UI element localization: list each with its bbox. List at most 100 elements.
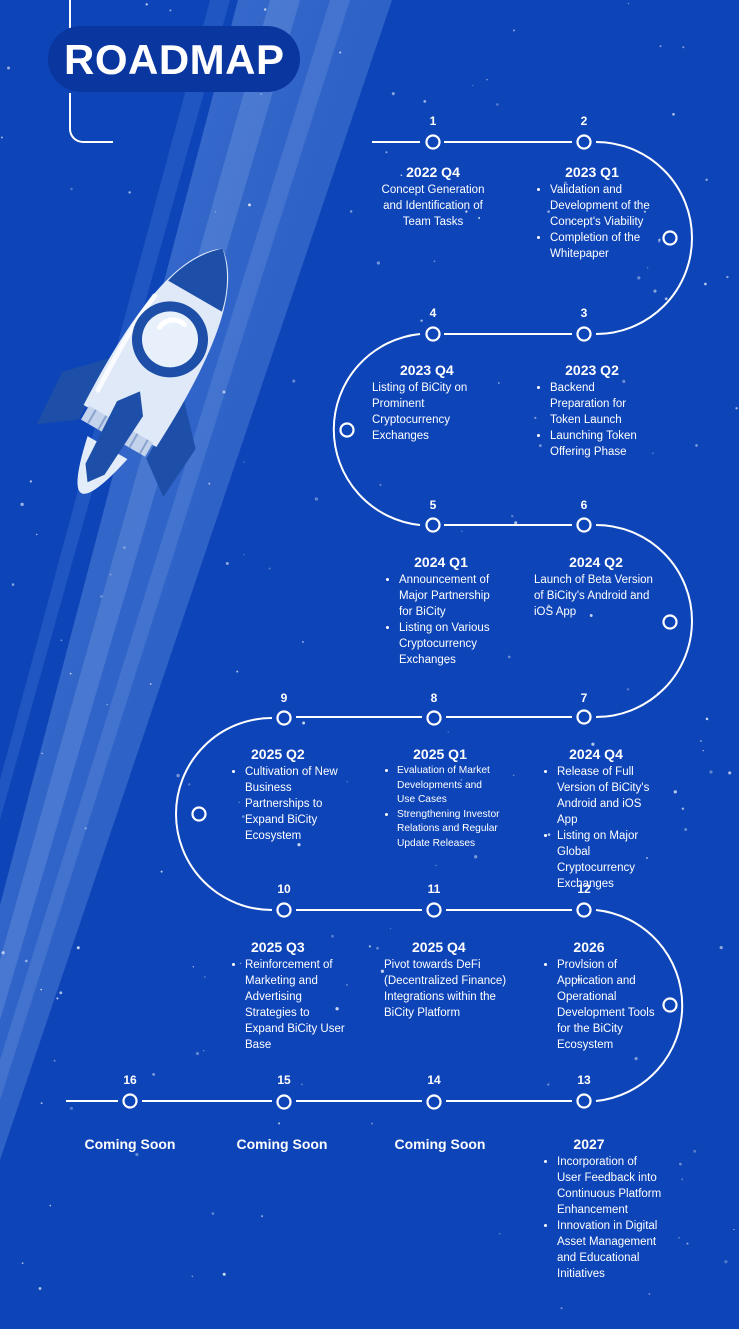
milestone-bullets: Release of Full Version of BiCity's Andr… <box>539 764 653 892</box>
star <box>236 670 239 673</box>
star <box>681 807 685 810</box>
star <box>728 771 732 775</box>
star <box>462 825 465 828</box>
star <box>547 1083 550 1086</box>
star <box>49 1204 52 1207</box>
node-turn-d <box>191 806 207 822</box>
milestone-bullets: Announcement of Major Partnership for Bi… <box>381 572 501 668</box>
star <box>658 238 661 241</box>
frame-line-top <box>69 0 71 30</box>
star <box>7 66 10 70</box>
star <box>84 827 87 830</box>
milestone-card: 2023 Q4 Listing of BiCity on Prominent C… <box>372 361 484 444</box>
milestone-card: 2025 Q4 Pivot towards DeFi (Decentralize… <box>384 938 510 1021</box>
star <box>109 573 112 576</box>
milestone-phase: 2024 Q1 <box>414 554 468 570</box>
milestone-bullet: Announcement of Major Partnership for Bi… <box>399 572 501 620</box>
star <box>268 567 271 570</box>
star <box>331 934 334 938</box>
star <box>238 801 240 803</box>
milestone-bullet: Validation and Development of the Concep… <box>550 182 652 230</box>
star <box>719 945 723 950</box>
frame-bracket <box>69 93 113 143</box>
milestone-number: 12 <box>577 882 591 896</box>
star <box>693 1149 697 1153</box>
milestone-phase-coming-soon: Coming Soon <box>236 1136 328 1152</box>
star <box>507 655 511 659</box>
node-14 <box>426 1094 442 1110</box>
milestone-bullet: Completion of the Whitepaper <box>550 230 652 262</box>
star <box>672 112 675 116</box>
star <box>420 319 423 322</box>
star <box>547 210 550 213</box>
star <box>0 136 3 139</box>
milestone-card: 2023 Q1 Validation and Development of th… <box>532 163 652 262</box>
star <box>486 78 488 81</box>
milestone-phase: 2022 Q4 <box>406 164 460 180</box>
star <box>379 483 382 487</box>
star <box>682 46 685 49</box>
star <box>651 452 654 455</box>
milestone-bullets: Reinforcement of Marketing and Advertisi… <box>227 957 351 1053</box>
star <box>278 1122 281 1125</box>
star <box>626 688 630 691</box>
star <box>590 416 593 420</box>
star <box>496 103 499 106</box>
rocket-illustration <box>36 248 229 498</box>
star <box>380 969 385 973</box>
star <box>225 562 229 565</box>
star <box>538 444 542 447</box>
star <box>678 1237 680 1239</box>
milestone-phase: 2024 Q2 <box>569 554 623 570</box>
milestone-bullets: Provision of Application and Operational… <box>539 957 663 1053</box>
star <box>222 390 226 394</box>
star <box>204 976 206 978</box>
star <box>512 774 515 777</box>
star <box>695 444 698 447</box>
milestone-bullet: Innovation in Digital Asset Management a… <box>557 1218 663 1282</box>
milestone-bullet: Backend Preparation for Token Launch <box>550 380 652 428</box>
star <box>643 210 647 213</box>
star <box>704 282 707 286</box>
star <box>648 1292 651 1295</box>
milestone-phase: 2023 Q1 <box>565 164 619 180</box>
star <box>472 84 474 87</box>
star <box>241 815 245 818</box>
milestone-phase: 2027 <box>573 1136 605 1152</box>
milestone-bullet: Cultivation of New Business Partnerships… <box>245 764 351 844</box>
milestone-number: 1 <box>429 114 437 128</box>
node-3 <box>576 326 592 342</box>
star <box>376 261 380 265</box>
node-2 <box>576 134 592 150</box>
star <box>547 833 551 836</box>
star <box>211 1212 215 1215</box>
star <box>435 864 437 867</box>
milestone-description: Launch of Beta Version of BiCity's Andro… <box>534 574 653 618</box>
star <box>558 1208 560 1211</box>
milestone-phase-coming-soon: Coming Soon <box>84 1136 176 1152</box>
node-turn-a <box>662 230 678 246</box>
milestone-card: 2025 Q2 Cultivation of New Business Part… <box>227 745 351 844</box>
milestone-bullet: Evaluation of Market Developments and Us… <box>397 764 501 808</box>
milestone-bullets: Validation and Development of the Concep… <box>532 182 652 262</box>
star <box>577 977 581 982</box>
star <box>123 546 126 549</box>
milestone-bullet: Strengthening Investor Relations and Reg… <box>397 808 501 852</box>
star <box>243 461 245 463</box>
star <box>460 778 463 781</box>
star <box>673 790 677 794</box>
star <box>591 742 595 746</box>
star <box>335 1007 339 1011</box>
star <box>301 640 304 643</box>
star <box>705 717 709 721</box>
star <box>447 731 449 733</box>
milestone-bullets: Backend Preparation for Token Launch Lau… <box>532 380 652 460</box>
node-7 <box>576 709 592 725</box>
star <box>622 379 626 384</box>
milestone-number: 2 <box>580 114 588 128</box>
milestone-number: 5 <box>429 498 437 512</box>
node-6 <box>576 517 592 533</box>
milestone-phase: 2026 <box>573 939 605 955</box>
star <box>423 100 427 103</box>
milestone-bullet: Launching Token Offering Phase <box>550 428 652 460</box>
